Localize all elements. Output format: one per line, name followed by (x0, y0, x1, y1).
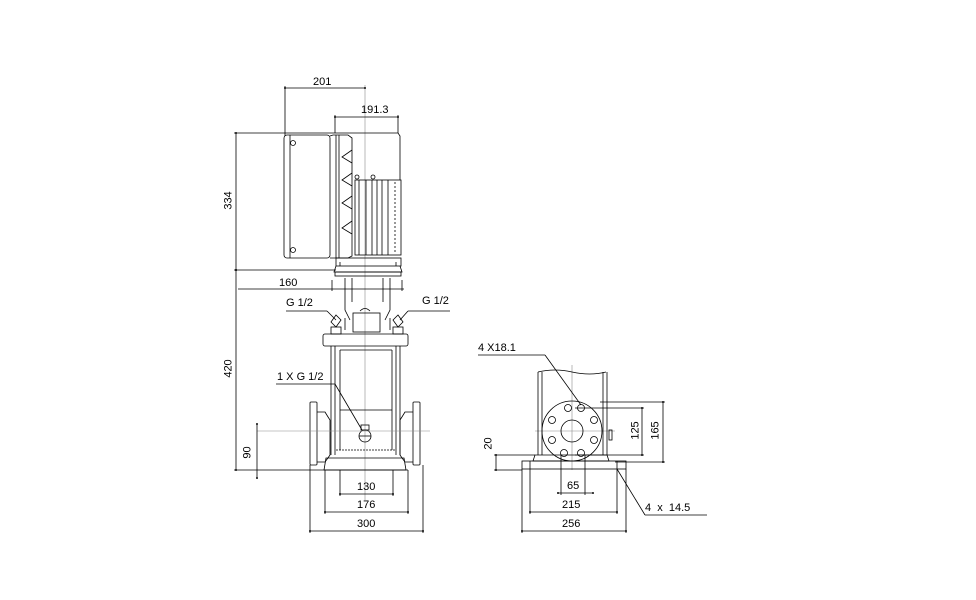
dim-base-holes-spacing: 215 (562, 499, 581, 511)
drain-plug (358, 424, 372, 443)
motor-terminal-box (283, 134, 353, 259)
dim-inlet-height: 90 (241, 446, 254, 459)
dimension-lines-front (234, 86, 450, 533)
callout-drain: 1 X G 1/2 (277, 371, 324, 383)
dim-base-width: 256 (562, 518, 581, 530)
dim-motor-offset: 191.3 (361, 104, 389, 116)
vent-plug-left (330, 314, 342, 335)
side-sleeve (537, 369, 608, 455)
dim-flange-bolts: 4 X18.1 (478, 342, 516, 354)
dim-pump-height: 420 (222, 359, 235, 378)
dim-base-thickness: 20 (482, 437, 495, 450)
dim-coupling-width: 160 (279, 277, 298, 289)
pump-head (322, 333, 409, 347)
coupling-guard (334, 271, 402, 333)
callout-vent-left: G 1/2 (286, 297, 313, 309)
dim-motor-width: 201 (313, 76, 332, 88)
motor-flange (333, 257, 403, 273)
dim-motor-height: 334 (222, 191, 235, 210)
pump-sleeve (330, 346, 401, 455)
dim-pipe-bore: 65 (567, 480, 580, 492)
callout-vent-right: G 1/2 (422, 295, 449, 307)
side-base (521, 454, 627, 470)
motor-body (335, 132, 402, 256)
dim-base-holes: 4 x 14.5 (645, 502, 691, 514)
dim-flange-dia: 165 (649, 421, 662, 440)
port-flange-right (399, 401, 421, 466)
dimension-lines-side (478, 354, 707, 533)
pump-base (322, 449, 408, 471)
dim-port-to-port: 300 (357, 518, 376, 530)
port-flange-left (309, 401, 331, 466)
dim-base-inner: 130 (357, 481, 376, 493)
dim-bolt-circle: 125 (629, 421, 642, 440)
dim-base-mid: 176 (357, 499, 376, 511)
